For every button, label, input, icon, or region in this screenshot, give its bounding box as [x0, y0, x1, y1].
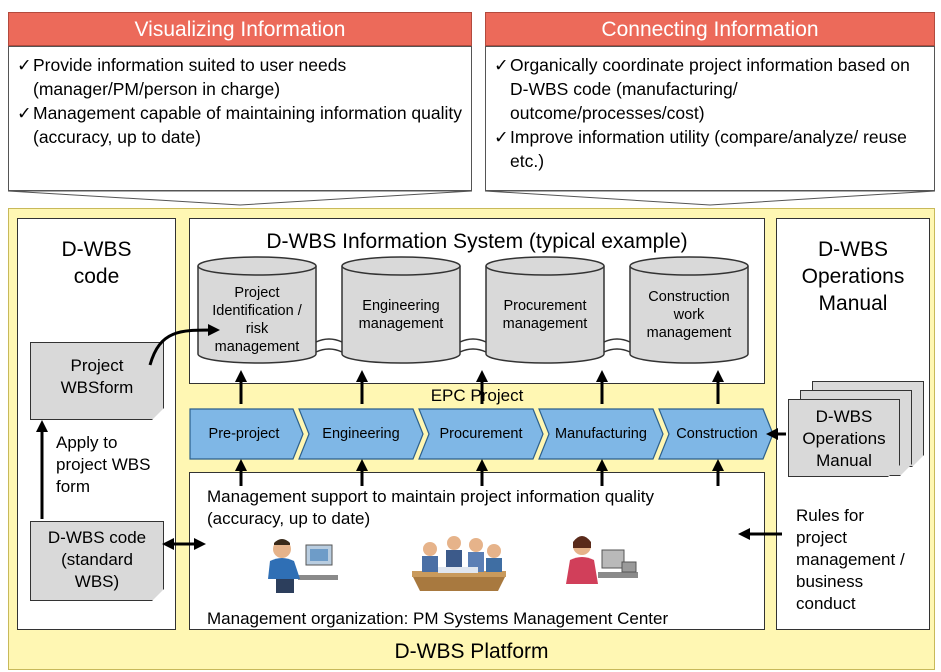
bullet-item: ✓Provide information suited to user need…	[17, 53, 463, 101]
rules-line: conduct	[796, 594, 856, 613]
db-line: work	[673, 307, 705, 323]
check-icon: ✓	[494, 127, 509, 147]
db-line: Construction	[648, 289, 730, 305]
label-line: Apply to	[56, 433, 118, 452]
banner-title: Visualizing Information	[134, 18, 346, 41]
operations-manual-title: D-WBS Operations Manual	[776, 236, 930, 317]
check-icon: ✓	[494, 55, 509, 75]
epc-project-label: EPC Project	[430, 386, 524, 405]
phase-engineering: Engineering	[322, 426, 400, 442]
db-line: Procurement	[503, 298, 587, 314]
db-line: Engineering	[362, 298, 440, 314]
operations-manual-doc: D-WBS Operations Manual	[788, 399, 900, 477]
db-line: management	[502, 316, 588, 332]
bullet-text: Organically coordinate project informati…	[510, 55, 910, 123]
database-project-identification: Project Identification / risk management	[198, 280, 316, 360]
rules-line: management /	[796, 550, 905, 569]
person-at-computer-icon	[268, 539, 338, 593]
standard-wbs-doc: D-WBS code (standard WBS)	[30, 521, 164, 601]
bullet-text: Improve information utility (compare/ana…	[510, 127, 907, 171]
db-line: Identification /	[212, 303, 302, 319]
doc-line: WBSform	[60, 378, 134, 397]
database-engineering: Engineering management	[342, 285, 460, 345]
connecting-information-banner: Connecting Information	[485, 12, 935, 46]
team-meeting-icon	[412, 536, 506, 591]
bullet-item: ✓Management capable of maintaining infor…	[17, 101, 463, 149]
banner-title: Connecting Information	[601, 18, 819, 41]
rules-line: business	[796, 572, 864, 591]
apply-to-project-label: Apply to project WBS form	[56, 432, 174, 498]
d-wbs-code-title: D-WBS code	[17, 236, 176, 290]
title-line: D-WBS	[61, 238, 132, 261]
db-line: management	[214, 339, 300, 355]
phase-construction: Construction	[676, 426, 758, 442]
check-icon: ✓	[17, 55, 32, 75]
support-line: Management support to maintain project i…	[207, 487, 654, 506]
label-line: project WBS	[56, 455, 151, 474]
bullet-text: Provide information suited to user needs…	[33, 55, 347, 99]
title-line: D-WBS	[818, 238, 888, 261]
label-line: form	[56, 477, 90, 496]
bullet-text: Management capable of maintaining inform…	[33, 103, 463, 147]
title-line: code	[73, 265, 120, 288]
visualizing-information-box: ✓Provide information suited to user need…	[8, 46, 472, 191]
information-system-title: D-WBS Information System (typical exampl…	[266, 230, 688, 253]
db-line: Project	[234, 285, 280, 301]
doc-line: Project	[70, 356, 124, 375]
person-at-desk-icon	[566, 536, 638, 584]
rules-line: project	[796, 528, 848, 547]
db-line: management	[358, 316, 444, 332]
database-procurement: Procurement management	[486, 285, 604, 345]
title-line: Operations	[801, 265, 905, 288]
rules-line: Rules for	[796, 506, 865, 525]
doc-line: D-WBS code	[47, 528, 147, 547]
db-line: management	[646, 325, 732, 341]
doc-line: WBS)	[74, 572, 120, 591]
support-line: (accuracy, up to date)	[207, 509, 371, 528]
db-line: risk	[245, 321, 269, 337]
doc-line: Manual	[816, 451, 872, 470]
doc-line: (standard	[61, 550, 133, 569]
phase-manufacturing: Manufacturing	[555, 426, 647, 442]
phase-pre-project: Pre-project	[208, 426, 280, 442]
platform-label: D-WBS Platform	[394, 640, 549, 663]
project-wbs-form-doc: Project WBSform	[30, 342, 164, 420]
rules-label: Rules for project management / business …	[796, 505, 928, 615]
phase-procurement: Procurement	[439, 426, 523, 442]
connecting-information-box: ✓Organically coordinate project informat…	[485, 46, 935, 191]
management-organization-label: Management organization: PM Systems Mana…	[207, 609, 669, 628]
database-construction: Construction work management	[630, 285, 748, 345]
title-line: Manual	[818, 292, 888, 315]
bullet-item: ✓Organically coordinate project informat…	[494, 53, 926, 125]
bullet-item: ✓Improve information utility (compare/an…	[494, 125, 926, 173]
management-support-text: Management support to maintain project i…	[207, 486, 763, 530]
doc-line: D-WBS	[815, 407, 873, 426]
visualizing-information-banner: Visualizing Information	[8, 12, 472, 46]
check-icon: ✓	[17, 103, 32, 123]
doc-line: Operations	[802, 429, 886, 448]
